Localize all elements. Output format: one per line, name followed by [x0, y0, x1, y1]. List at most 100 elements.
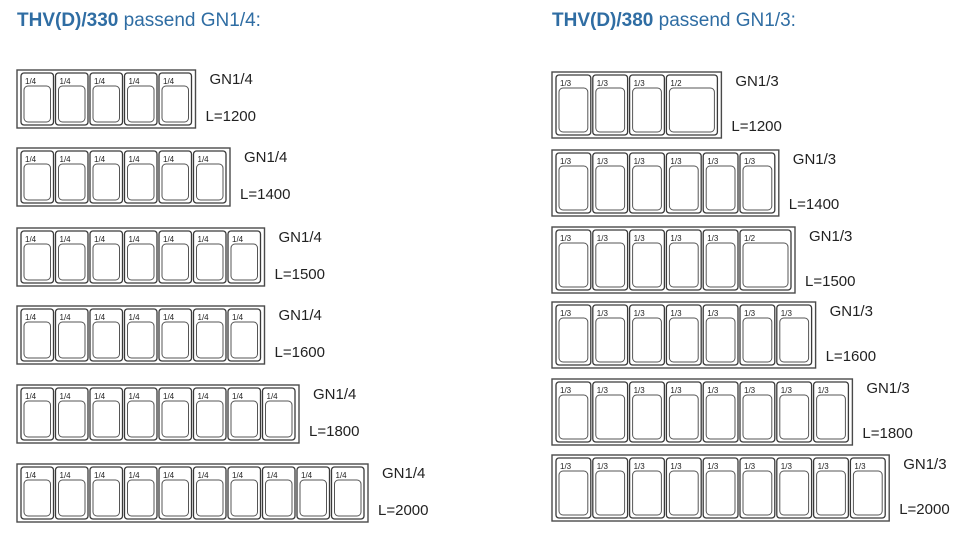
gn-size-label: GN1/4	[210, 71, 253, 88]
gn-pan: 1/3	[812, 381, 850, 443]
pan-inner-rim	[127, 243, 155, 281]
length-label: L=1800	[309, 423, 359, 440]
pan-outline	[555, 381, 592, 443]
gn-pan: 1/3	[628, 152, 666, 214]
pan-inner-rim	[632, 242, 662, 288]
pan-inner-rim	[668, 470, 699, 516]
pan-outline	[702, 457, 739, 519]
pan-inner-rim	[558, 242, 589, 288]
pan-inner-rim	[23, 400, 51, 438]
pan-outline	[739, 381, 776, 443]
gn-pan: 1/4	[158, 150, 193, 204]
pan-outline	[776, 457, 813, 519]
pan-size-label: 1/4	[25, 155, 37, 164]
gn-pan: 1/4	[158, 230, 193, 284]
pan-size-label: 1/4	[60, 155, 72, 164]
pan-size-label: 1/3	[597, 386, 609, 395]
pan-inner-rim	[632, 165, 662, 211]
gn-pan: 1/3	[665, 152, 702, 214]
gn-pan: 1/3	[702, 457, 739, 519]
gn-pan: 1/4	[89, 466, 124, 520]
gn-pan: 1/4	[20, 466, 55, 520]
pan-outline	[555, 229, 592, 291]
pan-outline	[812, 457, 850, 519]
gn-pan: 1/4	[192, 308, 227, 362]
gn-pan: 1/4	[227, 466, 262, 520]
pan-inner-rim	[632, 470, 662, 516]
pan-outline	[812, 381, 850, 443]
gn-pan: 1/3	[776, 381, 813, 443]
gn-pan: 1/3	[776, 457, 813, 519]
gn-pan: 1/4	[123, 466, 158, 520]
gn-pan: 1/3	[849, 457, 886, 519]
pan-size-label: 1/2	[744, 234, 756, 243]
pan-size-label: 1/4	[198, 392, 210, 401]
pan-size-label: 1/3	[634, 79, 646, 88]
pan-size-label: 1/3	[634, 234, 646, 243]
pan-inner-rim	[265, 479, 293, 517]
pan-inner-rim	[196, 243, 224, 281]
pan-size-label: 1/4	[94, 313, 106, 322]
pan-size-label: 1/4	[232, 313, 244, 322]
pan-inner-rim	[23, 321, 51, 359]
pan-outline	[628, 152, 666, 214]
pan-inner-rim	[668, 87, 715, 133]
pan-inner-rim	[668, 242, 699, 288]
pan-inner-rim	[23, 85, 51, 123]
gn-size-label: GN1/3	[866, 380, 909, 397]
pan-inner-rim	[230, 400, 258, 438]
pan-inner-rim	[196, 479, 224, 517]
pan-size-label: 1/4	[267, 392, 279, 401]
gn-pan: 1/3	[555, 152, 592, 214]
pan-size-label: 1/4	[94, 471, 106, 480]
length-label: L=1400	[789, 196, 839, 213]
pan-size-label: 1/4	[25, 471, 37, 480]
gn-pan: 1/3	[702, 229, 739, 291]
pan-size-label: 1/4	[94, 155, 106, 164]
gn-pan: 1/3	[555, 74, 592, 136]
length-label: L=1800	[862, 425, 912, 442]
pan-size-label: 1/4	[129, 313, 141, 322]
pan-outline	[555, 152, 592, 214]
gn-pan: 1/4	[20, 72, 55, 126]
gn-pan: 1/3	[555, 229, 592, 291]
pan-size-label: 1/4	[129, 235, 141, 244]
pan-outline	[665, 457, 702, 519]
gn-size-label: GN1/3	[793, 151, 836, 168]
pan-size-label: 1/3	[781, 386, 793, 395]
pan-size-label: 1/3	[597, 157, 609, 166]
pan-size-label: 1/3	[597, 462, 609, 471]
pan-inner-rim	[230, 479, 258, 517]
pan-size-label: 1/4	[198, 471, 210, 480]
gn-pan: 1/4	[261, 466, 296, 520]
pan-size-label: 1/4	[60, 235, 72, 244]
gn-pan: 1/3	[812, 457, 850, 519]
gn-size-label: GN1/3	[830, 303, 873, 320]
pan-size-label: 1/3	[707, 462, 719, 471]
pan-size-label: 1/3	[854, 462, 866, 471]
pan-size-label: 1/3	[781, 309, 793, 318]
gn-pan: 1/3	[555, 381, 592, 443]
pan-inner-rim	[127, 321, 155, 359]
pan-outline	[776, 381, 813, 443]
gn-pan: 1/4	[54, 150, 89, 204]
gn-pan: 1/4	[227, 308, 262, 362]
pan-inner-rim	[742, 470, 773, 516]
gn-pan: 1/4	[89, 308, 124, 362]
pan-inner-rim	[92, 85, 120, 123]
pan-outline	[702, 304, 739, 366]
pan-size-label: 1/4	[267, 471, 279, 480]
length-label: L=1400	[240, 186, 290, 203]
gn-pan: 1/3	[702, 381, 739, 443]
gn-pan: 1/3	[739, 152, 776, 214]
gn-pan: 1/4	[192, 466, 227, 520]
gn-pan: 1/4	[261, 387, 296, 441]
